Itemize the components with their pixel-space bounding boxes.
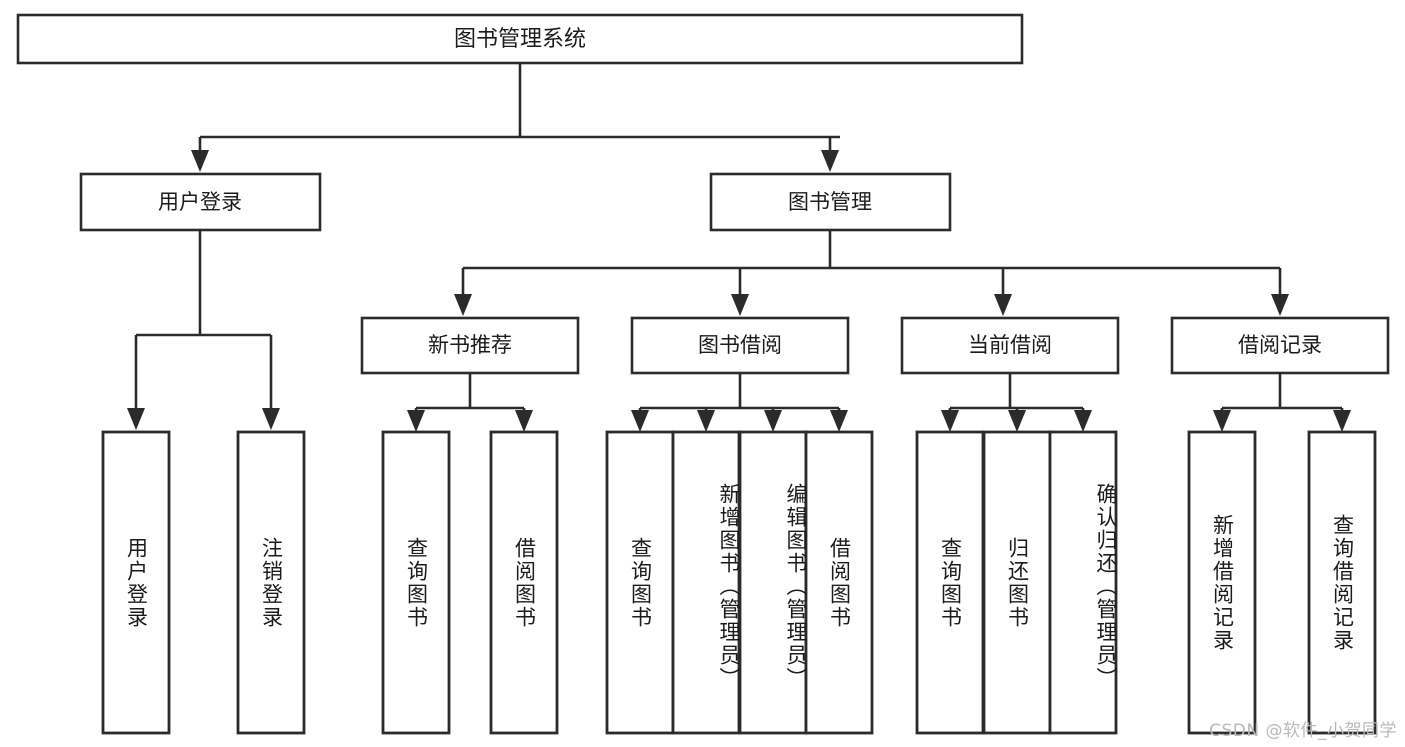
node-box-borrow-record[interactable] — [1170, 316, 1390, 375]
arrowhead-borrowrecord — [1271, 294, 1289, 316]
leaf-box-current-borrow-2[interactable] — [982, 430, 1052, 735]
arrowhead-newbook — [454, 294, 472, 316]
node-label-book-management: 图书管理 — [788, 190, 872, 214]
leaf-box-new-book-1[interactable] — [381, 430, 451, 735]
leaf-box-borrow-record-2[interactable] — [1307, 430, 1377, 735]
node-box-root[interactable] — [16, 13, 1024, 65]
arrowhead-borrowrecord-leaf-2 — [1333, 410, 1351, 432]
node-box-current-borrow[interactable] — [900, 316, 1120, 375]
arrowhead-currentborrow-leaf-2 — [1008, 410, 1026, 432]
arrowhead-bookborrow-leaf-3 — [764, 410, 782, 432]
arrowhead-bookmgmt — [821, 150, 839, 172]
arrowhead-bookborrow-leaf-4 — [830, 410, 848, 432]
connector-group-newbook — [407, 373, 533, 432]
leaf-box-borrow-record-1[interactable] — [1187, 430, 1257, 735]
connector-group-userlogin — [127, 230, 280, 430]
node-box-book-borrow[interactable] — [630, 316, 850, 375]
leaf-box-user-login-2[interactable] — [236, 430, 306, 735]
arrowhead-currentborrow-leaf-3 — [1074, 410, 1092, 432]
csdn-watermark: CSDN @软件_小贺同学 — [1209, 721, 1397, 741]
arrowhead-newbook-leaf-1 — [407, 410, 425, 432]
leaf-box-new-book-2[interactable] — [489, 430, 559, 735]
node-label-root: 图书管理系统 — [454, 27, 586, 52]
arrowhead-userlogin-leaf-1 — [127, 408, 145, 430]
leaf-box-current-borrow-1[interactable] — [915, 430, 985, 735]
arrowhead-bookborrow — [731, 294, 749, 316]
leaf-box-user-login-1[interactable] — [101, 430, 171, 735]
node-label-borrow-record: 借阅记录 — [1238, 333, 1322, 357]
arrowhead-newbook-leaf-2 — [515, 410, 533, 432]
leaf-box-book-borrow-2[interactable] — [671, 430, 741, 735]
arrowhead-currentborrow-leaf-1 — [941, 410, 959, 432]
leaf-box-book-borrow-3[interactable] — [738, 430, 808, 735]
leaf-box-book-borrow-4[interactable] — [804, 430, 874, 735]
node-box-book-management[interactable] — [709, 172, 952, 232]
connector-group-root — [191, 63, 840, 172]
arrowhead-borrowrecord-leaf-1 — [1213, 410, 1231, 432]
connector-group-currentborrow — [941, 373, 1092, 432]
node-box-new-book-recommend[interactable] — [360, 316, 580, 375]
arrowhead-userlogin — [191, 150, 209, 172]
arrowhead-userlogin-leaf-2 — [262, 408, 280, 430]
arrowhead-bookborrow-leaf-1 — [631, 410, 649, 432]
leaf-box-current-borrow-3[interactable] — [1048, 430, 1118, 735]
arrowhead-bookborrow-leaf-2 — [697, 410, 715, 432]
node-label-user-login: 用户登录 — [158, 190, 242, 214]
arrowhead-currentborrow — [994, 294, 1012, 316]
connector-group-borrowrecord — [1213, 373, 1351, 432]
leaf-box-book-borrow-1[interactable] — [605, 430, 675, 735]
connector-group-bookmgmt — [454, 230, 1289, 316]
node-label-book-borrow: 图书借阅 — [698, 333, 782, 357]
node-label-new-book-recommend: 新书推荐 — [428, 333, 512, 357]
node-box-user-login[interactable] — [79, 172, 322, 232]
node-label-current-borrow: 当前借阅 — [968, 333, 1052, 357]
connector-group-bookborrow — [631, 373, 848, 432]
